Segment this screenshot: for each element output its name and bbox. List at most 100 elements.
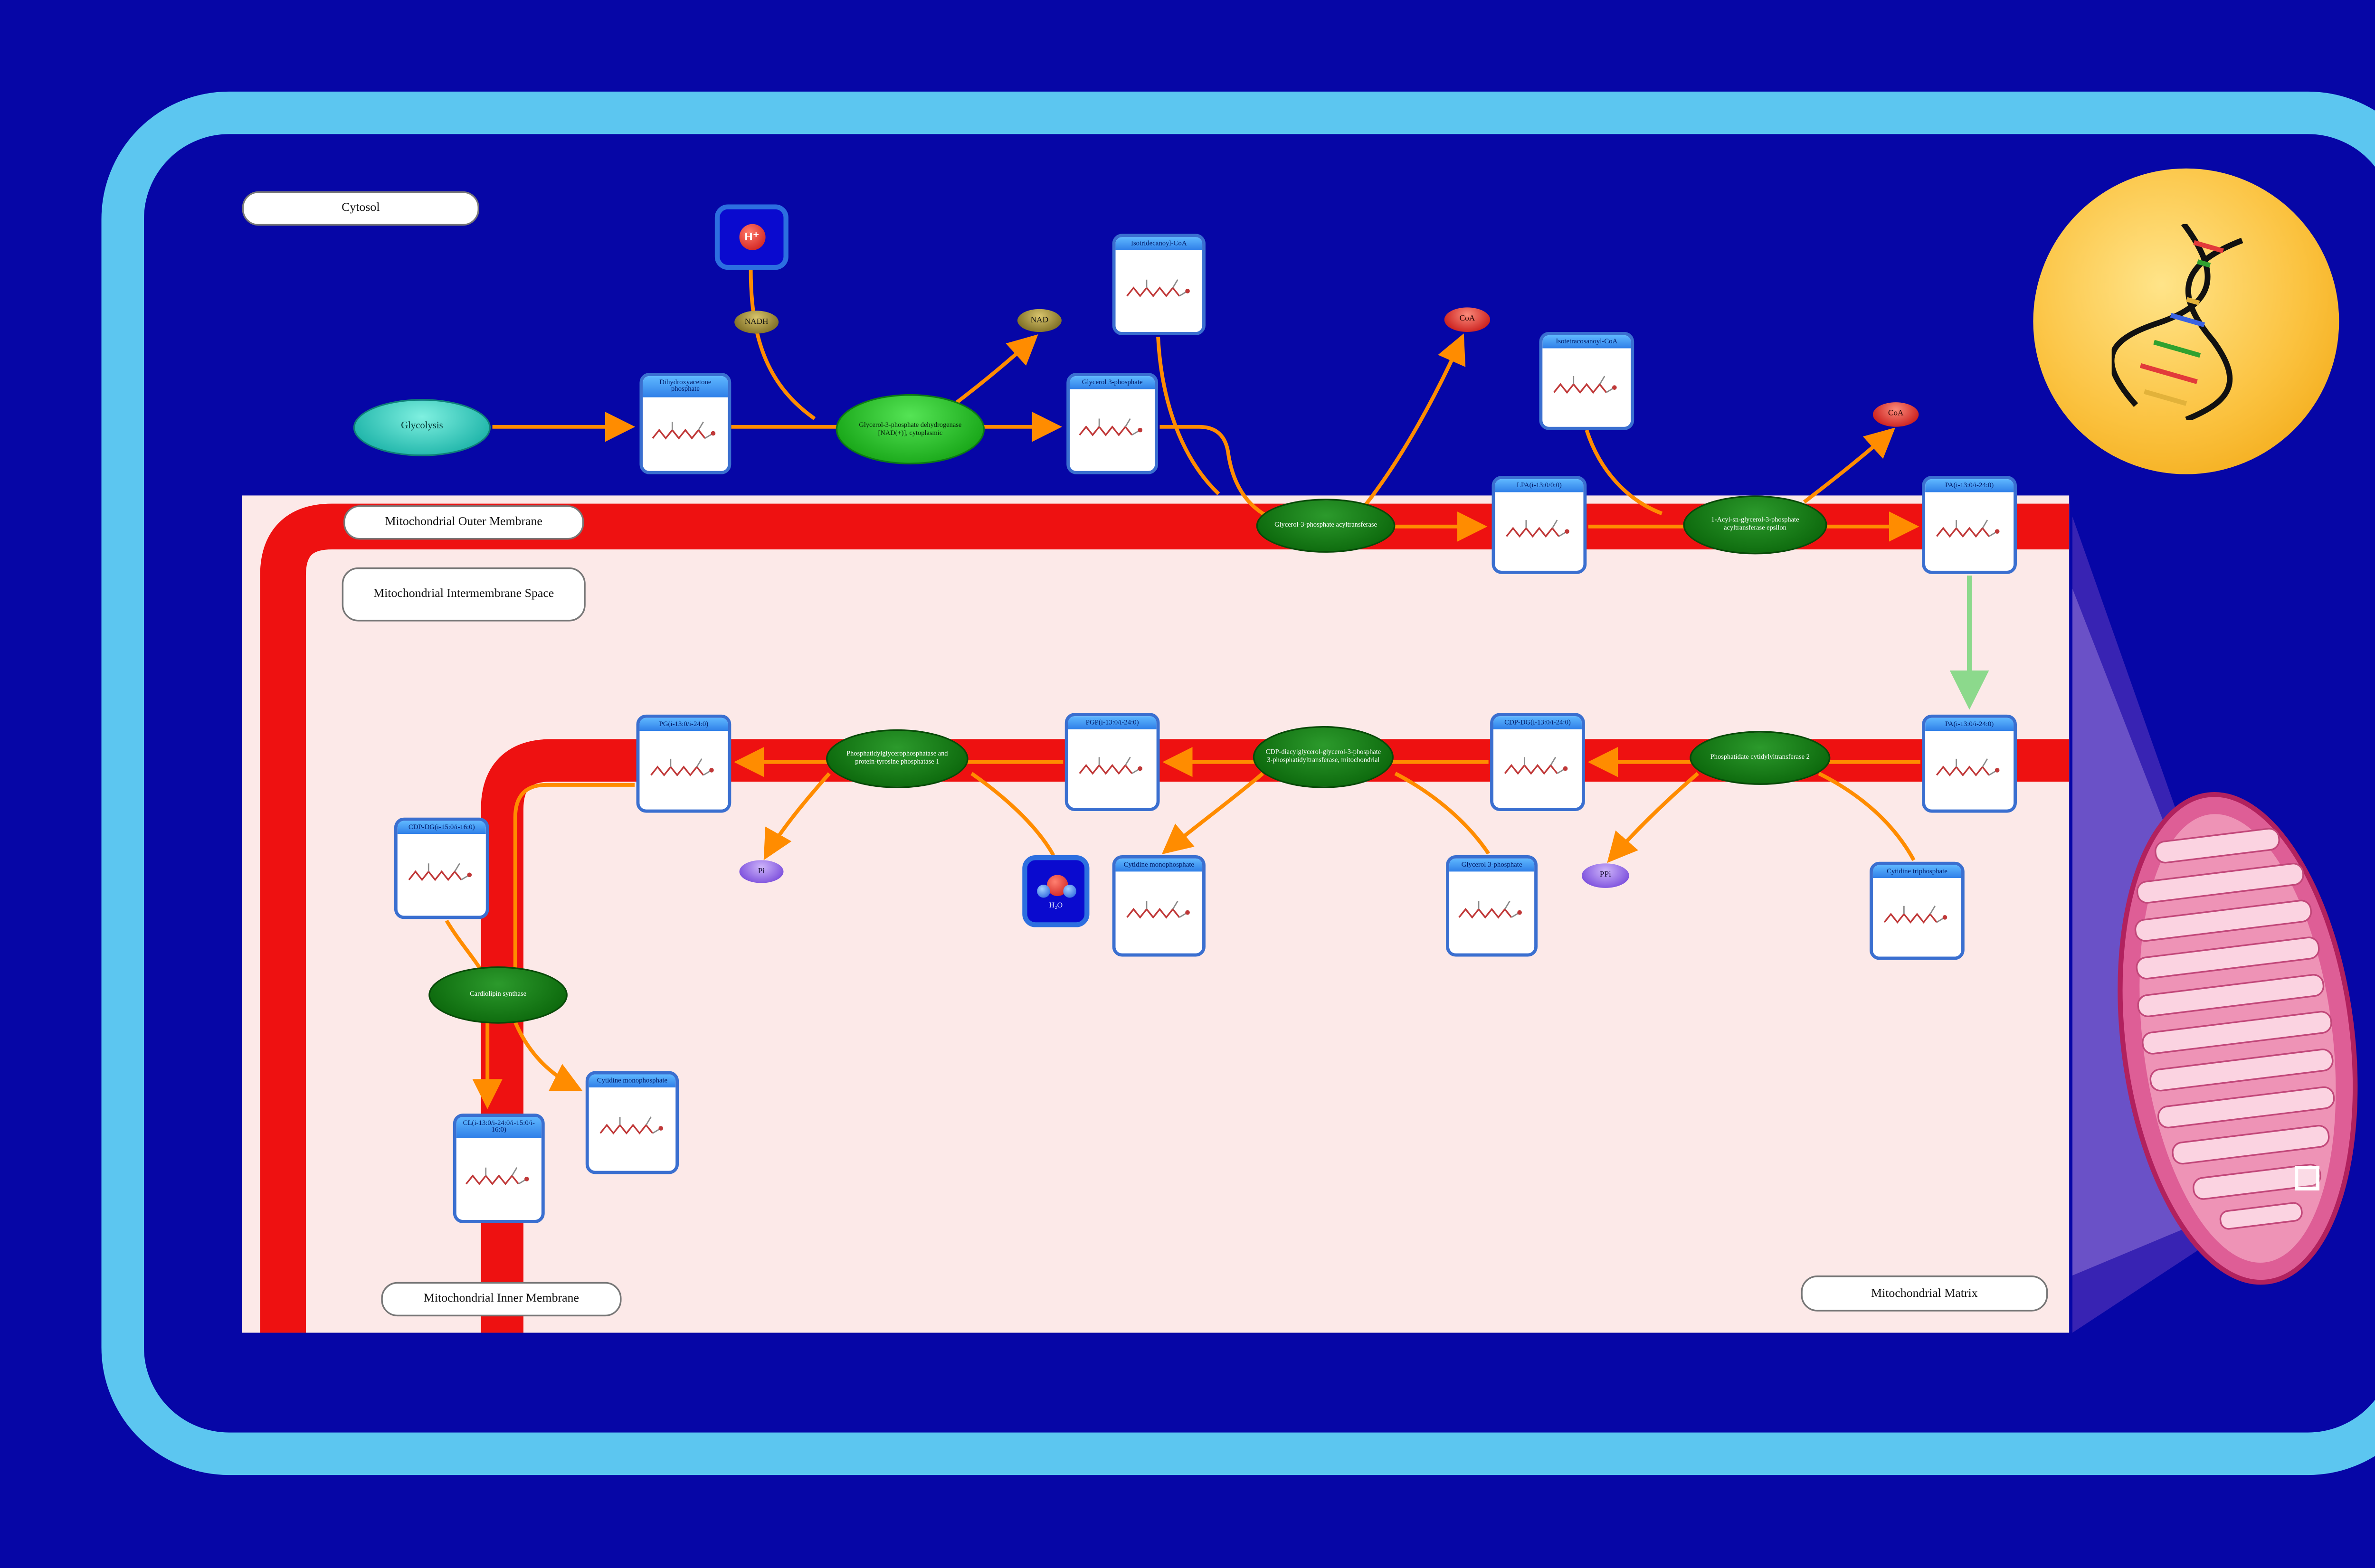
matrix-label-text: Mitochondrial Matrix [1871, 1285, 1978, 1300]
metabolite-label: Glycerol 3-phosphate [1070, 376, 1155, 389]
cytosol-label-text: Cytosol [342, 200, 380, 215]
proton-label: H⁺ [744, 230, 760, 244]
metabolite-label: PA(i-13:0/i-24:0) [1925, 718, 2014, 731]
enzyme-label: Glycerol-3-phosphate acyltransferase [1274, 520, 1377, 529]
node-ptpmt1-enzyme[interactable]: Phosphatidylglycerophosphatase and prote… [826, 729, 969, 788]
metabolite-label: CDP-DG(i-15:0/i-16:0) [397, 821, 486, 834]
chemical-structure-drawing [408, 863, 472, 881]
chemical-structure [1115, 871, 1203, 954]
chemical-structure-drawing [1079, 418, 1143, 436]
cell-membrane-border [101, 91, 2375, 1475]
chemical-structure [1925, 492, 2014, 571]
cofactor-label: PPi [1599, 871, 1611, 880]
node-glycerol-3-phosphate-mid[interactable]: Glycerol 3-phosphate [1446, 855, 1538, 957]
node-pgps-enzyme[interactable]: CDP-diacylglycerol-glycerol-3-phosphate … [1253, 726, 1394, 788]
node-pa-outer[interactable]: PA(i-13:0/i-24:0) [1922, 476, 2017, 574]
enzyme-label: CDP-diacylglycerol-glycerol-3-phosphate … [1265, 747, 1381, 764]
node-h2o[interactable]: H₂O [1022, 855, 1090, 927]
node-pgp[interactable]: PGP(i-13:0/i-24:0) [1064, 713, 1160, 812]
intermembrane-space-label-text: Mitochondrial Intermembrane Space [373, 586, 554, 601]
chemical-structure-drawing [1883, 905, 1948, 924]
enzyme-label: Phosphatidate cytidylyltransferase 2 [1710, 752, 1810, 761]
node-ppi[interactable]: PPi [1581, 863, 1629, 888]
metabolite-label: PA(i-13:0/i-24:0) [1925, 479, 2014, 492]
node-nadh[interactable]: NADH [734, 311, 779, 334]
node-cardiolipin[interactable]: CL(i-13:0/i-24:0/i-15:0/i-16:0) [453, 1114, 545, 1223]
chemical-structure [1449, 871, 1535, 954]
node-isotetracosanoyl-coa[interactable]: Isotetracosanoyl-CoA [1539, 332, 1634, 430]
node-cdp-dg-1[interactable]: CDP-DG(i-13:0/i-24:0) [1490, 713, 1585, 812]
chemical-structure [1542, 348, 1631, 427]
chemical-structure [1872, 878, 1961, 957]
chemical-structure-drawing [1125, 900, 1189, 919]
node-cmp-1[interactable]: Cytidine monophosphate [1112, 855, 1206, 957]
node-coa-2[interactable]: CoA [1872, 402, 1919, 427]
chemical-structure-drawing [1506, 520, 1569, 538]
metabolite-label: CL(i-13:0/i-24:0/i-15:0/i-16:0) [456, 1116, 542, 1138]
chemical-structure-drawing [1458, 900, 1522, 919]
cofactor-label: CoA [1888, 410, 1904, 419]
chemical-structure-drawing [650, 758, 714, 776]
chemical-structure [397, 834, 486, 916]
chemical-structure [456, 1138, 542, 1220]
node-pg[interactable]: PG(i-13:0/i-24:0) [636, 714, 732, 813]
node-gpd-enzyme[interactable]: Glycerol-3-phosphate dehydrogenase [NAD(… [836, 394, 985, 464]
chemical-structure-drawing [1504, 756, 1568, 775]
chemical-structure-drawing [1553, 376, 1617, 394]
chemical-structure-drawing [466, 1167, 529, 1185]
outer-membrane-label: Mitochondrial Outer Membrane [343, 505, 584, 540]
chemical-structure [1925, 731, 2014, 810]
metabolite-label: Dihydroxyacetone phosphate [643, 376, 728, 397]
node-lpa[interactable]: LPA(i-13:0/0:0) [1492, 476, 1587, 574]
intermembrane-space-label: Mitochondrial Intermembrane Space [342, 567, 586, 622]
enzyme-label: Cardiolipin synthase [470, 989, 527, 998]
enzyme-label: 1-Acyl-sn-glycerol-3-phosphate acyltrans… [1711, 515, 1799, 532]
chemical-structure [589, 1087, 676, 1171]
enzyme-label: Phosphatidylglycerophosphatase and prote… [846, 749, 948, 765]
chemical-structure [643, 397, 728, 471]
inner-membrane-label: Mitochondrial Inner Membrane [381, 1282, 622, 1317]
node-cdp-dg-2[interactable]: CDP-DG(i-15:0/i-16:0) [394, 817, 489, 919]
metabolite-label: Isotetracosanoyl-CoA [1542, 335, 1631, 349]
metabolite-label: Cytidine monophosphate [1115, 858, 1203, 872]
node-nad[interactable]: NAD [1017, 309, 1062, 332]
node-ctp[interactable]: Cytidine triphosphate [1870, 861, 1965, 960]
node-cmp-2[interactable]: Cytidine monophosphate [585, 1071, 679, 1174]
dna-icon [2110, 223, 2242, 420]
chemical-structure-drawing [652, 422, 716, 441]
chemical-structure [1068, 729, 1157, 808]
node-h-plus[interactable]: H⁺ [714, 204, 788, 270]
metabolite-label: PGP(i-13:0/i-24:0) [1068, 716, 1157, 729]
node-agpat-enzyme[interactable]: 1-Acyl-sn-glycerol-3-phosphate acyltrans… [1683, 495, 1827, 555]
cofactor-label: NAD [1030, 316, 1049, 325]
node-isotridecanoyl-coa[interactable]: Isotridecanoyl-CoA [1112, 234, 1206, 335]
metabolite-label: PG(i-13:0/i-24:0) [639, 718, 728, 731]
metabolite-label: Cytidine triphosphate [1872, 865, 1961, 878]
node-glycolysis[interactable]: Glycolysis [353, 399, 491, 456]
node-coa-1[interactable]: CoA [1444, 307, 1491, 332]
node-pa-inner[interactable]: PA(i-13:0/i-24:0) [1922, 714, 2017, 813]
node-gpat-enzyme[interactable]: Glycerol-3-phosphate acyltransferase [1256, 499, 1396, 553]
metabolite-label: Isotridecanoyl-CoA [1115, 237, 1203, 250]
proton-icon: H⁺ [738, 224, 765, 250]
chemical-structure-drawing [1125, 279, 1189, 297]
metabolite-label: Cytidine monophosphate [589, 1074, 676, 1087]
outer-membrane-label-text: Mitochondrial Outer Membrane [385, 514, 542, 529]
chemical-structure [1493, 729, 1582, 808]
water-label: H₂O [1049, 901, 1063, 909]
chemical-structure-drawing [598, 1117, 663, 1135]
cofactor-label: NADH [744, 318, 769, 326]
chemical-structure [1115, 250, 1203, 332]
nucleus [2033, 168, 2339, 474]
matrix-label: Mitochondrial Matrix [1801, 1275, 2048, 1312]
node-cardiolipin-synthase[interactable]: Cardiolipin synthase [428, 966, 568, 1024]
metabolite-label: LPA(i-13:0/0:0) [1495, 479, 1584, 492]
node-pi[interactable]: Pi [739, 860, 784, 883]
cofactor-label: CoA [1459, 315, 1475, 324]
node-glycerol-3-phosphate-top[interactable]: Glycerol 3-phosphate [1066, 373, 1159, 474]
node-pct2-enzyme[interactable]: Phosphatidate cytidylyltransferase 2 [1690, 731, 1831, 785]
pathway-label: Glycolysis [401, 422, 443, 432]
node-dihydroxyacetone-phosphate[interactable]: Dihydroxyacetone phosphate [639, 373, 732, 474]
chemical-structure [639, 731, 728, 810]
